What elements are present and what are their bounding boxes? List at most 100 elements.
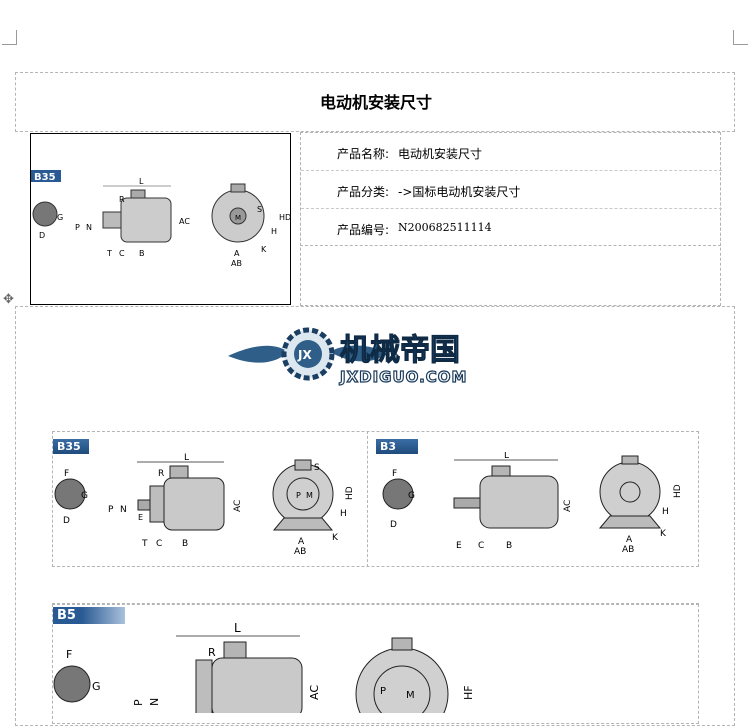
b35-dim-c: C [156,539,162,549]
logo-text-en: JXDIGUO.COM [339,368,467,386]
logo-text-cn: 机械帝国 [340,333,460,368]
b3-dim-c: C [478,541,484,551]
thumb-dim-g: G [57,213,63,222]
info-row-number: 产品编号: N200682511114 [301,209,722,247]
b35-dim-p: P [108,505,114,515]
info-value: N200682511114 [398,221,492,234]
title-row: 电动机安装尺寸 [15,72,735,132]
b5-front-ring [373,665,431,713]
b35-dim-h: H [340,509,347,519]
b35-dim-r: R [158,469,164,479]
thumb-dim-m: M [235,214,241,222]
b35-shaft [137,499,151,511]
thumb-front-hub [229,207,247,225]
b3-dim-ab: AB [622,545,634,555]
b35-shaft-circle [54,478,86,510]
b3-dim-k: K [660,529,667,539]
b3-badge: B3 [376,439,418,454]
b5-front-circle [355,647,449,713]
b3-dim-f: F [392,469,397,479]
b35-dim-k: K [332,533,339,543]
thumb-dim-c: C [119,249,125,258]
b5-dim-f: F [66,648,72,661]
thumb-dim-a: A [234,249,240,258]
b5-dim-r: R [208,646,216,659]
crop-mark-top-left [2,30,17,45]
thumb-dim-k: K [261,245,267,254]
info-label: 产品分类: [337,185,390,199]
b3-dim-h: H [662,507,669,517]
b35-badge: B35 [53,439,89,454]
b5-dim-p2: P [380,686,386,697]
b3-front-ring [619,481,641,503]
b5-dim-ac: AC [308,685,321,700]
thumb-dim-p: P [75,223,80,232]
thumb-dim-ac: AC [179,217,190,226]
b35-terminal-box [169,465,189,479]
b35-dim-s: S [314,463,320,473]
b3-terminal-box [491,465,511,477]
b35-front-ring [286,477,320,511]
logo-left-wing [228,345,288,363]
b35-motor-body [163,477,225,531]
b35-dim-b: B [182,539,188,549]
logo-gear-center [294,340,322,368]
thumb-dim-t: T [106,249,112,258]
b5-drawing: F G L R P N AC P M HF [53,621,475,713]
thumb-shaft-circle [32,201,58,227]
thumb-b35-label: B35 [34,172,56,183]
thumbnail-drawing: B35 G D L R AC T C B P N M S HD H A AB K [31,170,290,268]
b35-dim-d: D [63,516,70,526]
b3-dim-e: E [456,541,462,551]
b3-drawing: F G D L AC E C B HD H K A AB [382,452,683,555]
b5-dim-g: G [92,680,101,693]
b3-dim-b: B [506,541,512,551]
b3-shaft [453,497,481,509]
thumb-dim-s: S [257,205,262,214]
thumb-dim-d: D [39,231,45,240]
b3-dim-d: D [390,520,397,530]
b35-dim-m: M [306,491,313,500]
drawing-gap-rule [52,567,699,604]
b35-dim-f: F [64,469,69,479]
drawing-b35-b3-frame [52,431,699,567]
b5-dim-l: L [234,621,241,635]
b35-dim-n: N [120,505,127,515]
thumb-dim-b: B [139,249,145,258]
b35-dim-a: A [298,537,305,547]
drawing-divider [367,431,368,567]
thumb-front-terminal [230,183,246,193]
b5-motor-body [211,657,303,713]
b5-dim-n: N [148,698,161,706]
logo-badge: JX [297,348,312,362]
info-row-name: 产品名称: 电动机安装尺寸 [301,133,722,171]
b35-dim-t: T [141,539,148,549]
info-row-category: 产品分类: ->国标电动机安装尺寸 [301,171,722,209]
thumb-dim-hd: HD [279,213,290,222]
thumb-motor-body [120,197,172,243]
b3-motor-body [479,475,559,529]
b5-dim-p: P [132,699,145,706]
b35-front-terminal [294,459,312,471]
b35-dim-p2: P [296,491,301,500]
thumb-dim-r: R [119,195,125,204]
b35-flange [149,485,165,523]
product-thumbnail[interactable]: B35 G D L R AC T C B P N M S HD H A AB K [30,133,291,305]
crop-mark-top-right [733,30,748,45]
b3-shaft-circle [382,478,414,510]
b35-dim-hd: HD [345,486,355,500]
b35-dim-ab: AB [294,547,306,557]
b5-dim-m: M [406,690,415,701]
b3-front-terminal [621,455,639,465]
b3-dim-g: G [408,491,415,501]
b5-terminal-box [223,641,247,659]
b35-dim-ac: AC [233,500,243,512]
b5-dim-hf: HF [462,685,475,700]
b5-flange [195,659,213,713]
b35-drawing: F G D L R AC P N E T C B P M S HD H K A … [54,453,355,557]
b3-dim-a: A [626,535,633,545]
site-logo: JX 机械帝国 JXDIGUO.COM [228,327,467,387]
thumb-dim-h: H [271,227,277,236]
b5-badge: B5 [53,607,125,624]
table-move-handle-icon[interactable]: ✥ [3,292,14,307]
